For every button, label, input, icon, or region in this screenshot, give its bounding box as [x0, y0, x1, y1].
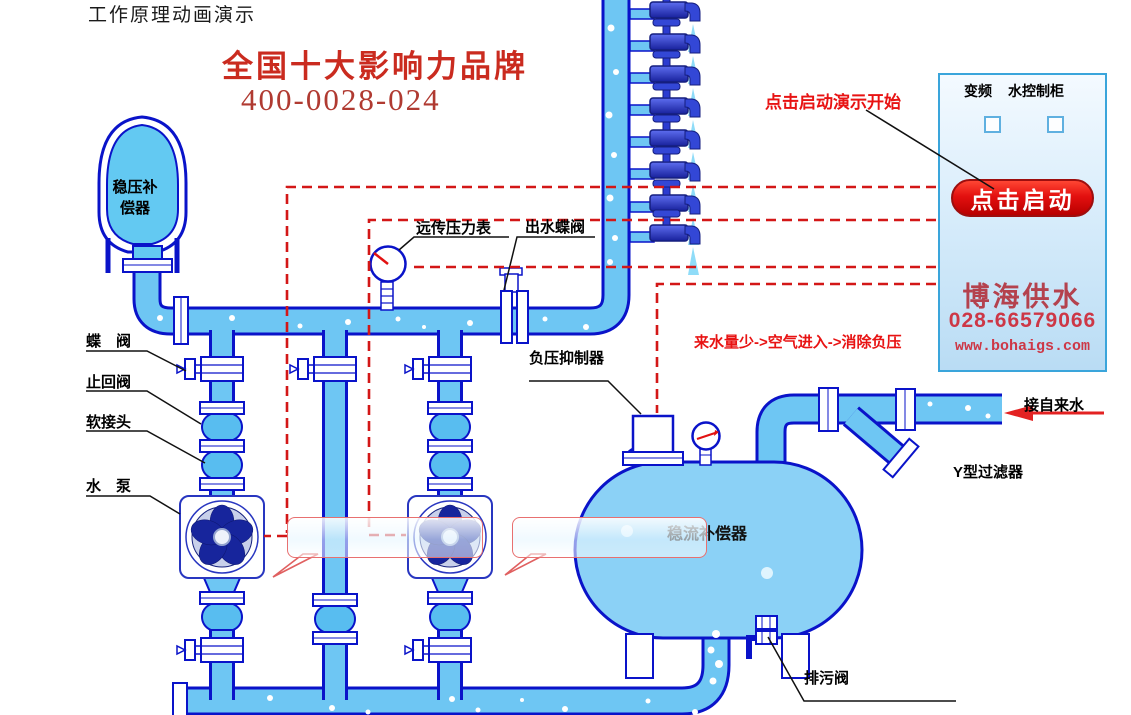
brand-name: 博海供水 — [962, 282, 1083, 312]
leader-lines — [86, 236, 956, 702]
inlet-flow-arrow — [1004, 405, 1104, 421]
soft-joint-icon — [201, 451, 243, 479]
indicator-square — [1047, 116, 1064, 133]
label-remote-gauge: 远传压力表 — [416, 220, 492, 237]
label-outlet-valve: 出水蝶阀 — [525, 219, 586, 236]
label-water-pump: 水 泵 — [86, 478, 132, 495]
pump-icon — [179, 495, 265, 579]
hotline-number: 400-0028-024 — [241, 82, 441, 117]
brand-slogan: 全国十大影响力品牌 — [222, 49, 528, 84]
y-filter-flange — [882, 437, 920, 479]
brand-website: www.bohaigs.com — [954, 338, 1091, 355]
surge-tank-line1: 稳压补 — [112, 179, 158, 196]
control-wires — [264, 185, 936, 538]
indicator-square — [984, 116, 1001, 133]
label-inlet: 接自来水 — [1024, 397, 1085, 414]
cabinet-label: 水控制柜 — [1008, 83, 1064, 99]
label-soft-joint: 软接头 — [86, 414, 132, 431]
water-bubbles — [157, 24, 991, 715]
vfd-label: 变频 — [964, 83, 992, 99]
tank-pressure-gauge-icon — [691, 421, 721, 466]
air-note-text: 来水量少->空气进入->消除负压 — [694, 334, 902, 351]
click-hint-text: 点击启动演示开始 — [765, 93, 901, 112]
tank-leg — [625, 633, 654, 679]
surge-tank-line2: 偿器 — [119, 200, 150, 217]
label-butterfly-valve: 蝶 阀 — [86, 333, 132, 350]
start-demo-button[interactable]: 点击启动 — [951, 179, 1094, 217]
faucet-column — [629, 0, 701, 276]
callout-bubble — [512, 517, 707, 558]
control-cabinet-panel: 变频 水控制柜 点击启动 博海供水 028-66579066 www.bohai… — [938, 73, 1107, 372]
surge-tank — [97, 115, 188, 273]
remote-pressure-gauge-icon — [369, 245, 407, 311]
vacuum-suppressor-icon — [622, 414, 684, 466]
label-vacuum-suppressor: 负压抑制器 — [529, 350, 605, 367]
pipe-flanges — [122, 258, 916, 715]
butterfly-valve-icon — [176, 356, 244, 382]
label-check-valve: 止回阀 — [86, 374, 132, 391]
check-valve-icon — [201, 413, 243, 441]
callout-bubble — [287, 517, 483, 558]
brand-phone: 028-66579066 — [948, 309, 1097, 332]
page-title: 工作原理动画演示 — [88, 5, 257, 26]
label-drain-valve: 排污阀 — [804, 670, 850, 687]
drain-valve-icon — [746, 615, 778, 659]
label-surge-tank: 稳压补 偿器 — [101, 177, 169, 219]
label-y-filter: Y型过滤器 — [953, 464, 1024, 481]
